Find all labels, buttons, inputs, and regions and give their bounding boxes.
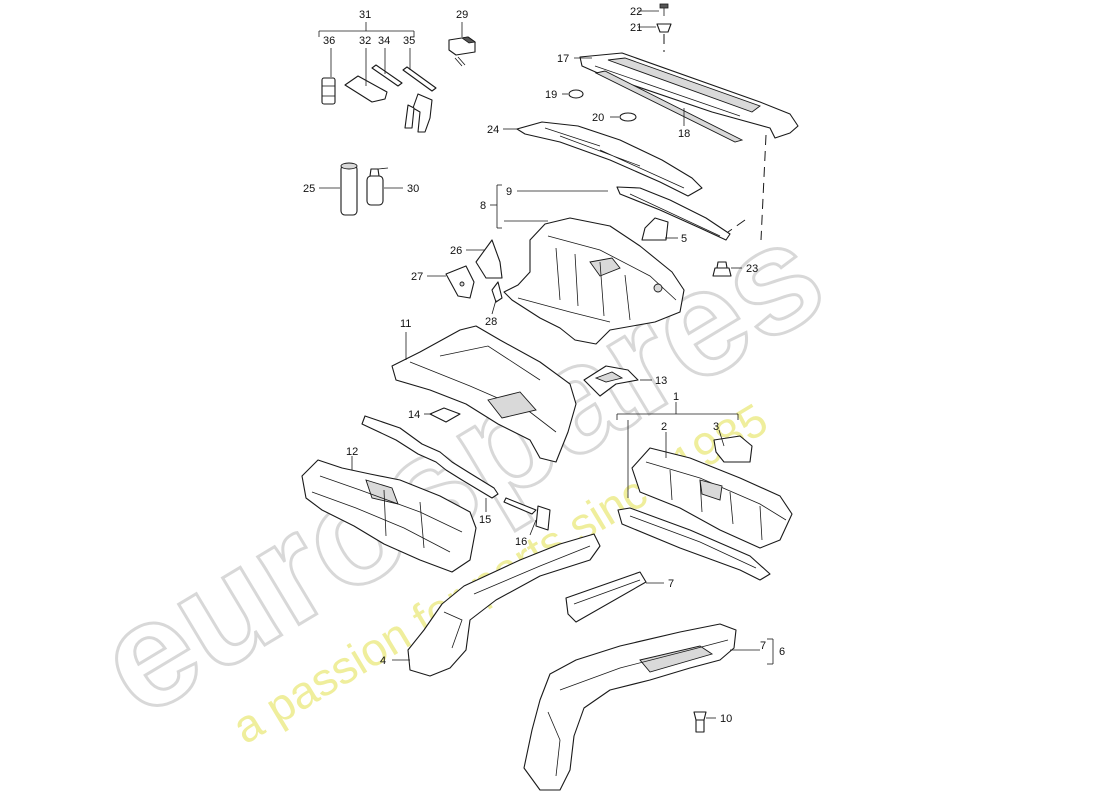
- callout-22: 22: [630, 6, 642, 18]
- bulkhead-part-2[interactable]: [631, 432, 793, 549]
- rail-part-9[interactable]: [616, 186, 731, 241]
- callout-1: 1: [673, 391, 679, 403]
- bolt-part-10[interactable]: [693, 711, 716, 733]
- callout-8: 8: [480, 200, 486, 212]
- callout-30: 30: [407, 183, 419, 195]
- rear-lid-group: [503, 3, 799, 277]
- bracket-part-13[interactable]: [583, 365, 652, 397]
- rear-bulkhead-group: [616, 402, 793, 581]
- callout-32: 32: [359, 35, 371, 47]
- callout-21: 21: [630, 22, 642, 34]
- sill-part-12[interactable]: [301, 456, 477, 573]
- side-member-group: [392, 533, 774, 791]
- cross-rail-part-1[interactable]: [617, 507, 771, 581]
- callout-5: 5: [681, 233, 687, 245]
- callout-31: 31: [359, 9, 371, 21]
- callout-10: 10: [720, 713, 732, 725]
- callout-labels: 31 29 22 21 36 32 34 35 17 19 20 18 24 2…: [303, 6, 785, 725]
- callout-27: 27: [411, 271, 423, 283]
- clip-part-28[interactable]: [491, 281, 503, 315]
- callout-16: 16: [515, 536, 527, 548]
- bracket-part-5[interactable]: [641, 217, 678, 241]
- exhaust-tube-part-15[interactable]: [361, 415, 499, 512]
- plate-part-14[interactable]: [424, 407, 461, 423]
- callout-20: 20: [592, 112, 604, 124]
- sealant-tube-part-32[interactable]: [344, 48, 388, 103]
- callout-12: 12: [346, 446, 358, 458]
- aerosol-part-30[interactable]: [366, 167, 403, 206]
- callout-36: 36: [323, 35, 335, 47]
- side-member-part-4[interactable]: [392, 533, 601, 677]
- callout-25: 25: [303, 183, 315, 195]
- bracket-part-27[interactable]: [427, 265, 475, 299]
- clip-part-23[interactable]: [712, 261, 742, 277]
- callout-35: 35: [403, 35, 415, 47]
- callout-13: 13: [655, 375, 667, 387]
- callout-7b: 7: [760, 640, 766, 652]
- adhesive-kit-part-29[interactable]: [448, 22, 477, 67]
- callout-23: 23: [746, 263, 758, 275]
- rear-spoiler-part-17[interactable]: [574, 52, 799, 139]
- caulk-gun-part-35[interactable]: [402, 48, 437, 133]
- callout-26: 26: [450, 245, 462, 257]
- rear-floor-group: [427, 184, 731, 345]
- screw-part-22[interactable]: [638, 3, 669, 16]
- patch-part-16[interactable]: [503, 497, 551, 536]
- center-floor-group: [391, 325, 652, 463]
- callout-34: 34: [378, 35, 390, 47]
- plug-part-20[interactable]: [610, 112, 637, 122]
- gusset-part-26[interactable]: [466, 239, 503, 279]
- left-floor-group: [301, 415, 551, 573]
- callout-11: 11: [400, 318, 411, 330]
- callout-4: 4: [380, 655, 386, 667]
- spray-can-part-25[interactable]: [319, 162, 358, 216]
- callout-17: 17: [557, 53, 569, 65]
- callout-29: 29: [456, 9, 468, 21]
- bracket-part-3[interactable]: [713, 429, 753, 463]
- nozzle-part-34[interactable]: [371, 48, 403, 87]
- callout-19: 19: [545, 89, 557, 101]
- seal-strip-part-18[interactable]: [594, 70, 744, 143]
- grommet-part-21[interactable]: [638, 23, 672, 33]
- callout-2: 2: [661, 421, 667, 433]
- cross-member-part-24[interactable]: [503, 121, 703, 197]
- wheel-arch-part-6[interactable]: [523, 623, 737, 791]
- sealant-tools-group: [318, 22, 477, 216]
- callout-28: 28: [485, 316, 497, 328]
- floor-panel-part-11[interactable]: [391, 325, 577, 463]
- callout-15: 15: [479, 514, 491, 526]
- callout-3: 3: [713, 421, 719, 433]
- callout-6: 6: [779, 646, 785, 658]
- sealant-cartridge-part-36[interactable]: [321, 48, 336, 105]
- callout-7a: 7: [668, 578, 674, 590]
- callout-9: 9: [506, 186, 512, 198]
- rear-floor-part-8[interactable]: [503, 217, 685, 345]
- reinforcement-part-7[interactable]: [565, 571, 664, 623]
- callout-24: 24: [487, 124, 499, 136]
- callout-14: 14: [408, 409, 420, 421]
- callout-18: 18: [678, 128, 690, 140]
- plug-part-19[interactable]: [562, 89, 584, 99]
